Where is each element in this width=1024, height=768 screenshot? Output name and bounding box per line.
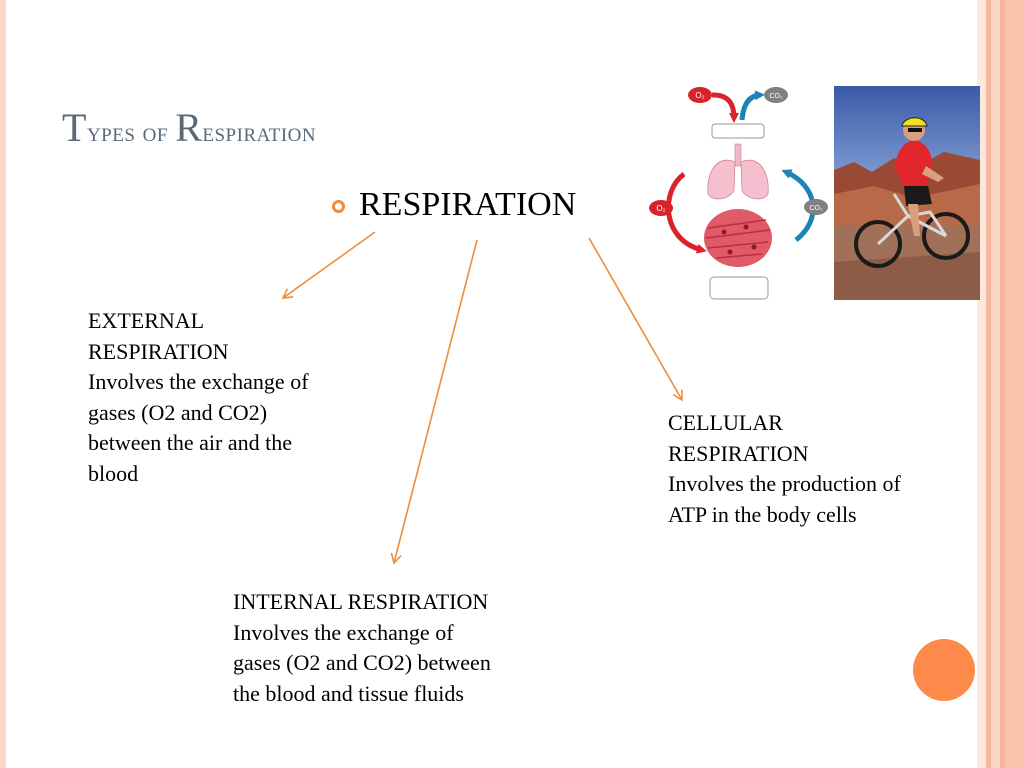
o2-badge-side: O₂ [649, 200, 673, 216]
external-desc-line3: between the air and the [88, 430, 293, 455]
cellular-heading-line2: RESPIRATION [668, 440, 809, 466]
edge-stripe-3 [991, 0, 1000, 768]
arrow-to-external [281, 231, 376, 299]
svg-text:O₂: O₂ [656, 204, 665, 213]
lungs-icon [707, 143, 769, 200]
svg-text:CO₂: CO₂ [769, 93, 783, 100]
internal-respiration-block: INTERNAL RESPIRATION Involves the exchan… [233, 587, 491, 709]
external-desc-line4: blood [88, 460, 139, 486]
left-edge-stripe [0, 0, 6, 768]
slide-title: Types of Respiration [62, 105, 317, 150]
bullet-ring-icon [332, 199, 345, 213]
co2-badge-top: CO₂ [764, 87, 788, 103]
svg-text:CO₂: CO₂ [809, 205, 823, 212]
o2-badge-top: O₂ [688, 87, 712, 103]
internal-heading: INTERNAL RESPIRATION [233, 589, 489, 614]
blank-label-box-bottom [709, 276, 769, 300]
external-heading-line1: EXTERNAL [88, 308, 205, 333]
internal-desc-line3: the blood and tissue fluids [233, 680, 464, 706]
cellular-respiration-block: CELLULAR RESPIRATION Involves the produc… [668, 408, 901, 530]
external-respiration-block: EXTERNAL RESPIRATION Involves the exchan… [88, 306, 309, 489]
internal-desc-line1: Involves the exchange of [233, 619, 454, 645]
blank-label-box-top [711, 123, 765, 139]
cellular-desc-line1: Involves the production of [668, 471, 901, 496]
external-heading-line2: RESPIRATION [88, 338, 229, 364]
decorative-circle [913, 639, 975, 701]
edge-stripe-1 [977, 0, 986, 768]
cyclist-photo [834, 86, 980, 300]
edge-stripe-4 [1000, 0, 1005, 768]
external-desc-line1: Involves the exchange of [88, 369, 309, 394]
respiration-cycle-diagram: O₂ CO₂ O₂ CO₂ [649, 87, 828, 300]
arrow-to-cellular [588, 237, 683, 402]
cellular-heading-line1: CELLULAR [668, 410, 783, 435]
svg-text:O₂: O₂ [695, 91, 704, 100]
internal-desc-line2: gases (O2 and CO2) between [233, 650, 491, 675]
bullet-label: RESPIRATION [359, 186, 577, 223]
bullet-respiration: RESPIRATION [332, 186, 576, 224]
edge-stripe-5 [1005, 0, 1024, 768]
external-desc-line2: gases (O2 and CO2) [88, 399, 268, 425]
co2-badge-side: CO₂ [804, 199, 828, 215]
arrow-to-internal [390, 239, 478, 565]
edge-stripe-2 [986, 0, 991, 768]
muscle-tissue-icon [704, 209, 772, 267]
cellular-desc-line2: ATP in the body cells [668, 501, 857, 527]
